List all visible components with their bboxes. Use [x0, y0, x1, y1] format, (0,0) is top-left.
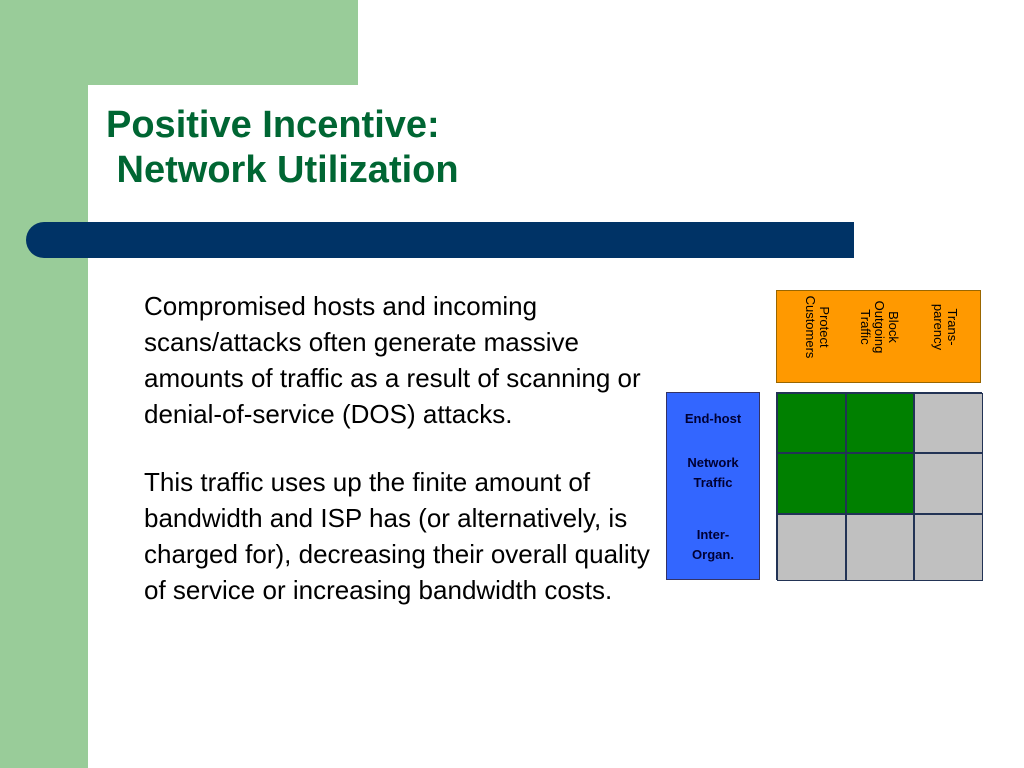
matrix-row-label-end-host: End-host [684, 411, 742, 426]
top-green-band [88, 0, 358, 85]
matrix-cell [846, 514, 914, 581]
matrix-cell [914, 393, 983, 453]
matrix-cell [914, 514, 983, 581]
slide-title-line2: Network Utilization [106, 149, 459, 191]
body-paragraph-1: Compromised hosts and incoming scans/att… [144, 291, 641, 429]
matrix-row-header: End-host Network Traffic Inter- Organ. [666, 392, 760, 580]
matrix-column-header: Protect Customers Block Outgoing Traffic… [776, 290, 981, 383]
matrix-column-label-transparency: Trans- parency [905, 297, 985, 357]
matrix-grid [776, 392, 983, 581]
matrix-column-label-text: Block Outgoing Traffic [858, 300, 901, 354]
matrix-cell [777, 514, 846, 581]
matrix-row-label-network-traffic: Network Traffic [687, 455, 739, 490]
matrix-column-label-text: Protect Customers [803, 295, 832, 359]
body-text: Compromised hosts and incoming scans/att… [144, 288, 664, 640]
title-divider-bar [26, 222, 854, 258]
slide-title: Positive Incentive: Network Utilization [106, 103, 459, 193]
matrix-cell [777, 453, 846, 514]
matrix-column-label-text: Trans- parency [931, 303, 960, 351]
slide-title-line1: Positive Incentive: [106, 104, 440, 146]
left-green-band [0, 0, 88, 768]
matrix-cell [846, 393, 914, 453]
body-paragraph-2: This traffic uses up the finite amount o… [144, 467, 650, 605]
matrix-row-label-inter-organ: Inter- Organ. [692, 527, 734, 562]
matrix-cell [846, 453, 914, 514]
matrix-cell [777, 393, 846, 453]
matrix-cell [914, 453, 983, 514]
